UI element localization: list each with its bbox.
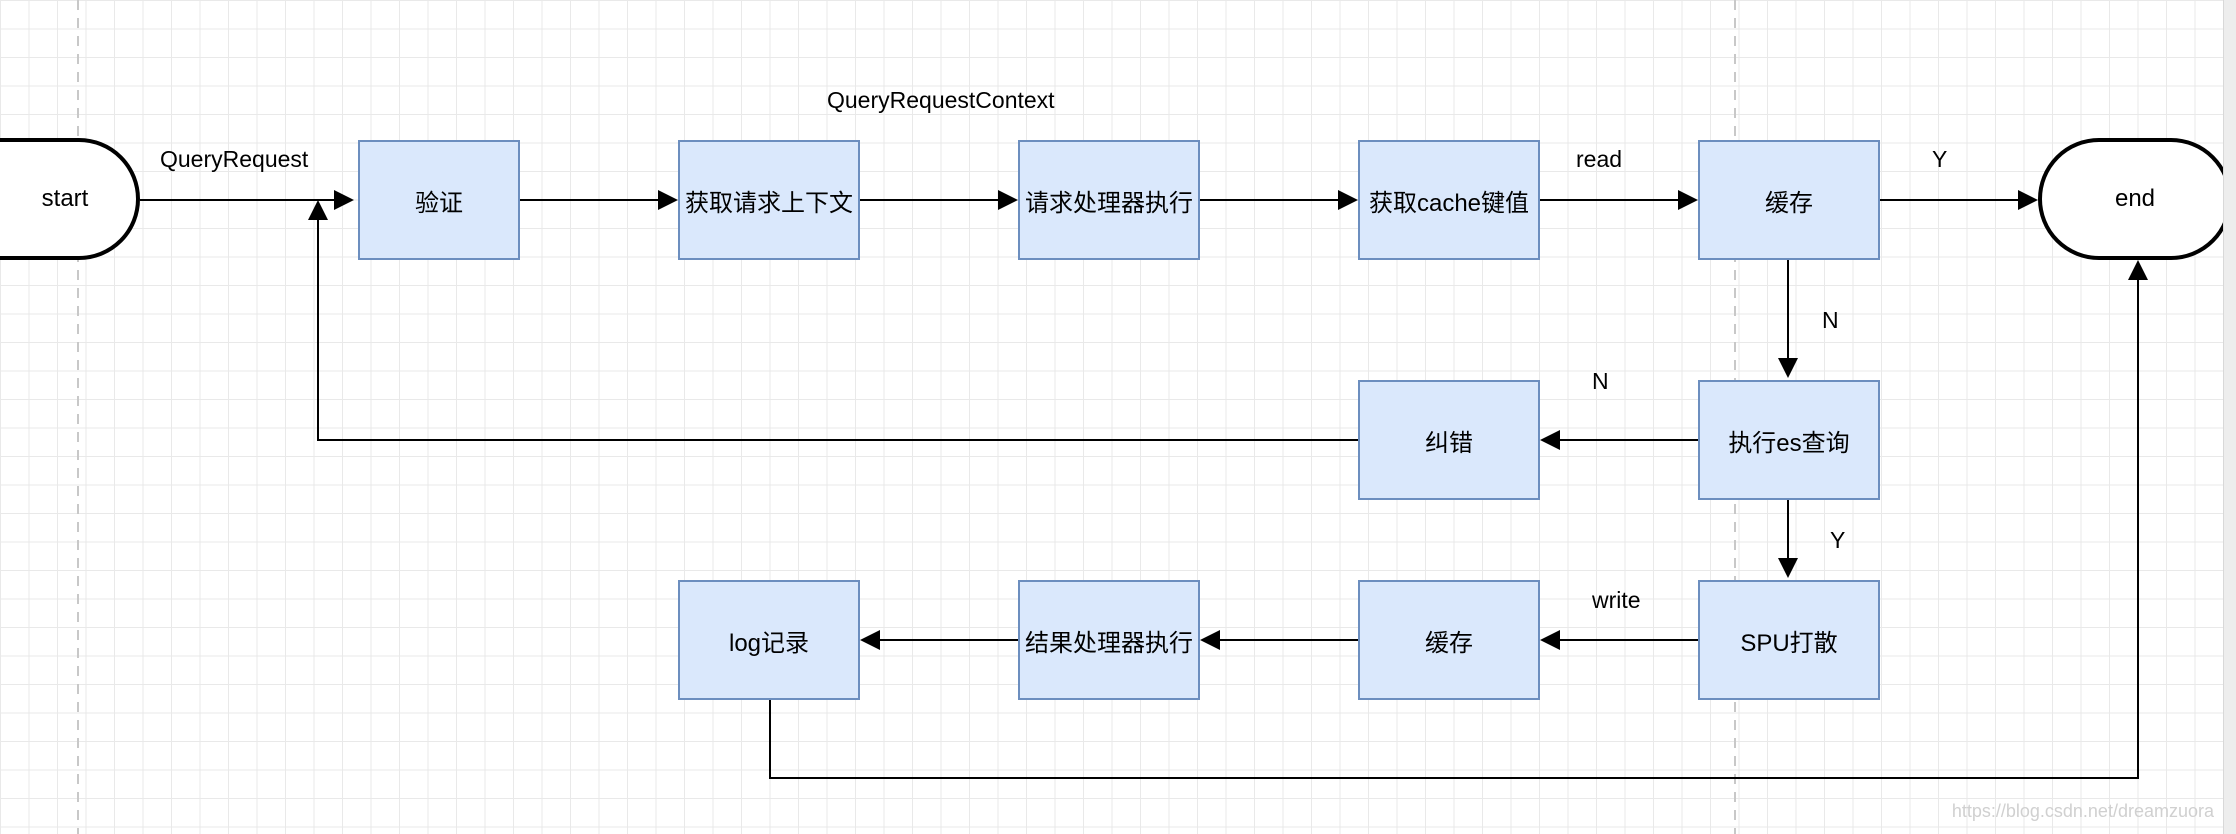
node-log-record[interactable]: log记录 xyxy=(678,580,860,700)
node-handler-exec-label: 请求处理器执行 xyxy=(1025,189,1193,217)
node-spu-scatter[interactable]: SPU打散 xyxy=(1698,580,1880,700)
node-get-cache-key-label: 获取cache键值 xyxy=(1368,189,1530,217)
edge-label-read: read xyxy=(1576,146,1623,172)
node-get-cache-key[interactable]: 获取cache键值 xyxy=(1358,140,1540,260)
node-result-handler-label: 结果处理器执行 xyxy=(1025,629,1193,657)
edge-label-cache-yes: Y xyxy=(1932,146,1948,172)
edge-label-cache-no: N xyxy=(1822,307,1839,333)
edge-label-query-request: QueryRequest xyxy=(160,146,309,172)
start-node-label: start xyxy=(41,185,89,212)
edge-label-es-no: N xyxy=(1592,368,1609,394)
node-spu-scatter-label: SPU打散 xyxy=(1740,629,1838,657)
node-get-context[interactable]: 获取请求上下文 xyxy=(678,140,860,260)
edge-label-write: write xyxy=(1592,587,1641,613)
end-node[interactable]: end xyxy=(2038,138,2232,260)
node-cache-write[interactable]: 缓存 xyxy=(1358,580,1540,700)
edge-correct-validate xyxy=(308,200,1358,441)
node-handler-exec[interactable]: 请求处理器执行 xyxy=(1018,140,1200,260)
node-cache-write-label: 缓存 xyxy=(1425,629,1473,657)
edge-log-end xyxy=(769,260,2148,779)
watermark: https://blog.csdn.net/dreamzuora xyxy=(1951,801,2214,821)
node-result-handler[interactable]: 结果处理器执行 xyxy=(1018,580,1200,700)
node-validate[interactable]: 验证 xyxy=(358,140,520,260)
node-es-query[interactable]: 执行es查询 xyxy=(1698,380,1880,500)
edge-label-query-request-context: QueryRequestContext xyxy=(827,87,1055,113)
end-node-label: end xyxy=(2114,185,2156,212)
node-log-record-label: log记录 xyxy=(728,629,810,657)
node-correct[interactable]: 纠错 xyxy=(1358,380,1540,500)
node-get-context-label: 获取请求上下文 xyxy=(685,189,853,217)
node-correct-label: 纠错 xyxy=(1425,429,1473,457)
node-cache-read[interactable]: 缓存 xyxy=(1698,140,1880,260)
node-es-query-label: 执行es查询 xyxy=(1728,429,1850,457)
edge-label-es-yes: Y xyxy=(1830,527,1846,553)
vertical-scrollbar[interactable] xyxy=(2223,0,2236,834)
node-validate-label: 验证 xyxy=(415,189,463,217)
node-cache-read-label: 缓存 xyxy=(1765,189,1813,217)
start-node[interactable]: start xyxy=(0,138,140,260)
